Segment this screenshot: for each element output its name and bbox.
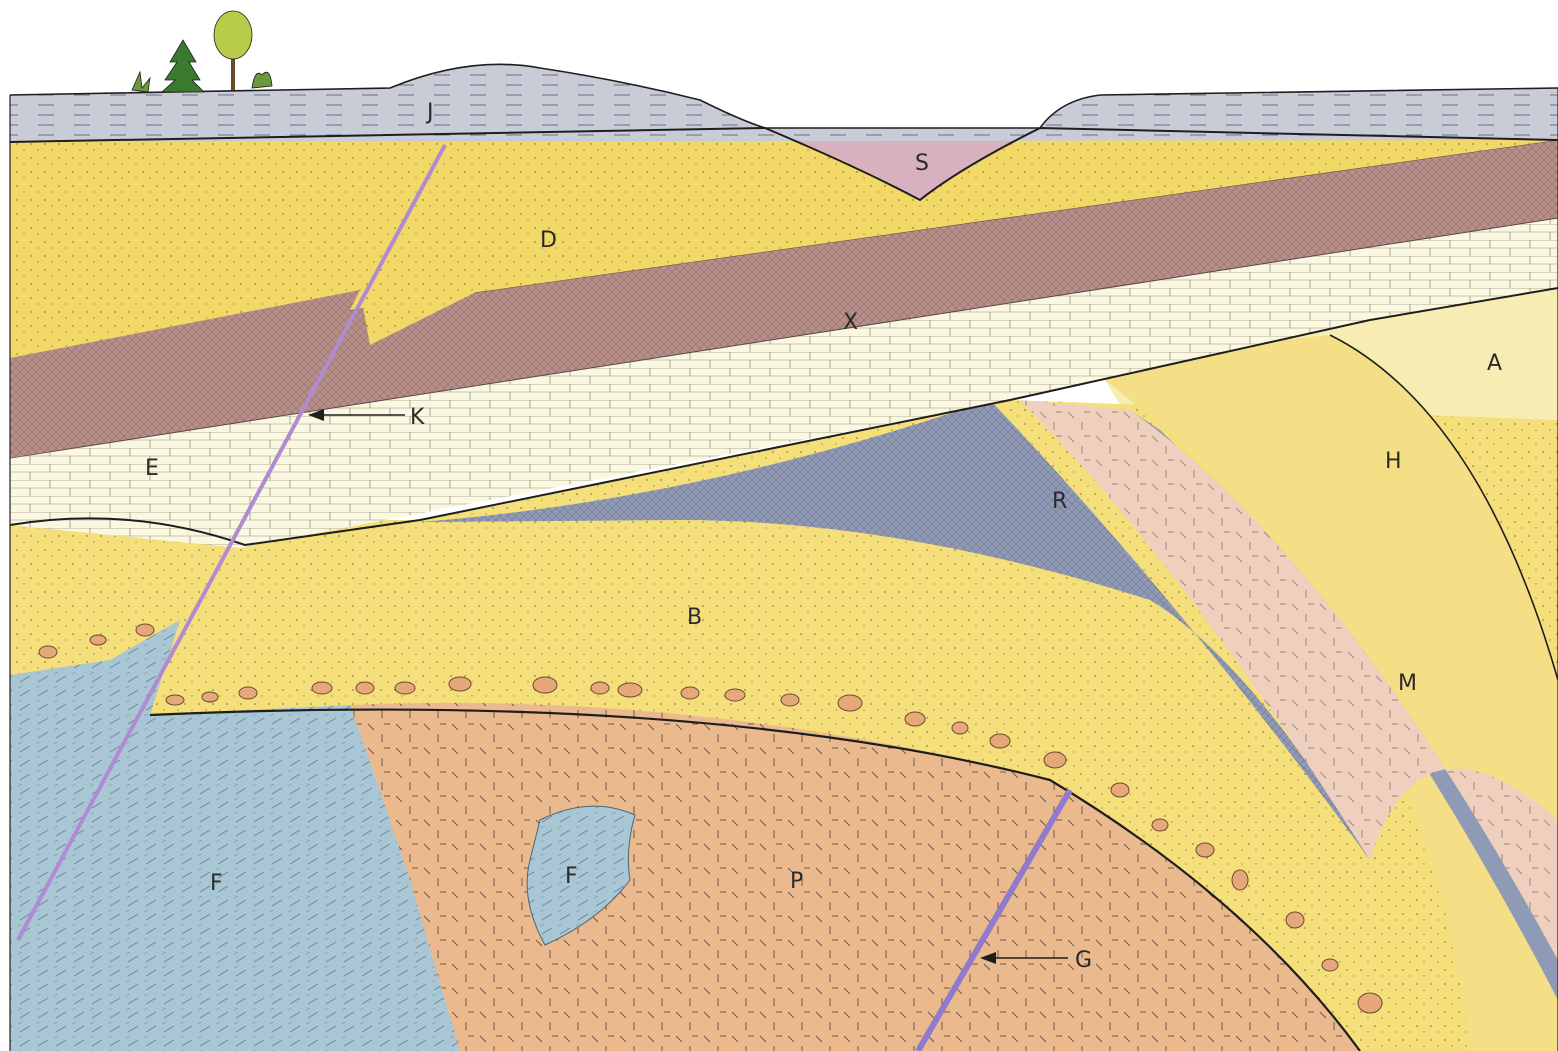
pebble: [1322, 959, 1338, 971]
pebble: [312, 682, 332, 694]
pebble: [39, 646, 57, 658]
pebble: [533, 677, 557, 693]
pebble: [356, 682, 374, 694]
shrub-icon: [252, 72, 272, 88]
pebble: [1358, 993, 1382, 1013]
shrub-icon: [132, 72, 150, 92]
pebble: [905, 712, 925, 726]
shrub-icon-shape: [252, 72, 272, 88]
pebble: [90, 635, 106, 645]
label-k: K: [410, 405, 425, 430]
pebble: [838, 695, 862, 711]
pebble: [1286, 912, 1304, 928]
pebble: [591, 682, 609, 694]
label-x: X: [843, 310, 858, 335]
label-p: P: [790, 869, 803, 894]
pebble: [952, 722, 968, 734]
label-j: J: [425, 100, 434, 125]
pebble: [618, 683, 642, 697]
pebble: [990, 734, 1010, 748]
pebble: [136, 624, 154, 636]
shrub-icon-shape: [132, 72, 150, 92]
label-e: E: [145, 456, 159, 481]
pebble: [1044, 752, 1066, 768]
pebble: [449, 677, 471, 691]
pebble: [166, 695, 184, 705]
pine-tree-icon: [162, 40, 204, 92]
pebble: [202, 692, 218, 702]
label-s: S: [915, 151, 929, 176]
pebble: [1111, 783, 1129, 797]
pebble: [725, 689, 745, 701]
label-g: G: [1075, 948, 1092, 973]
tree-icon: [214, 11, 252, 90]
pebble: [681, 687, 699, 699]
tree-icon-canopy: [214, 11, 252, 59]
pine-tree-icon-shape: [162, 40, 204, 92]
pebble: [1152, 819, 1168, 831]
label-f-inclusion: F: [565, 864, 578, 889]
pebble: [1196, 843, 1214, 857]
label-d: D: [540, 228, 557, 253]
pebble: [1232, 870, 1248, 890]
label-r: R: [1052, 489, 1067, 514]
label-b: B: [687, 605, 702, 630]
pebble: [395, 682, 415, 694]
label-m: M: [1398, 671, 1417, 696]
pebble: [781, 694, 799, 706]
vegetation: [132, 11, 272, 92]
label-h: H: [1385, 449, 1402, 474]
label-a: A: [1487, 351, 1502, 376]
label-f-left: F: [210, 871, 223, 896]
layer-j-dashes: [10, 64, 1558, 142]
pebble: [239, 687, 257, 699]
